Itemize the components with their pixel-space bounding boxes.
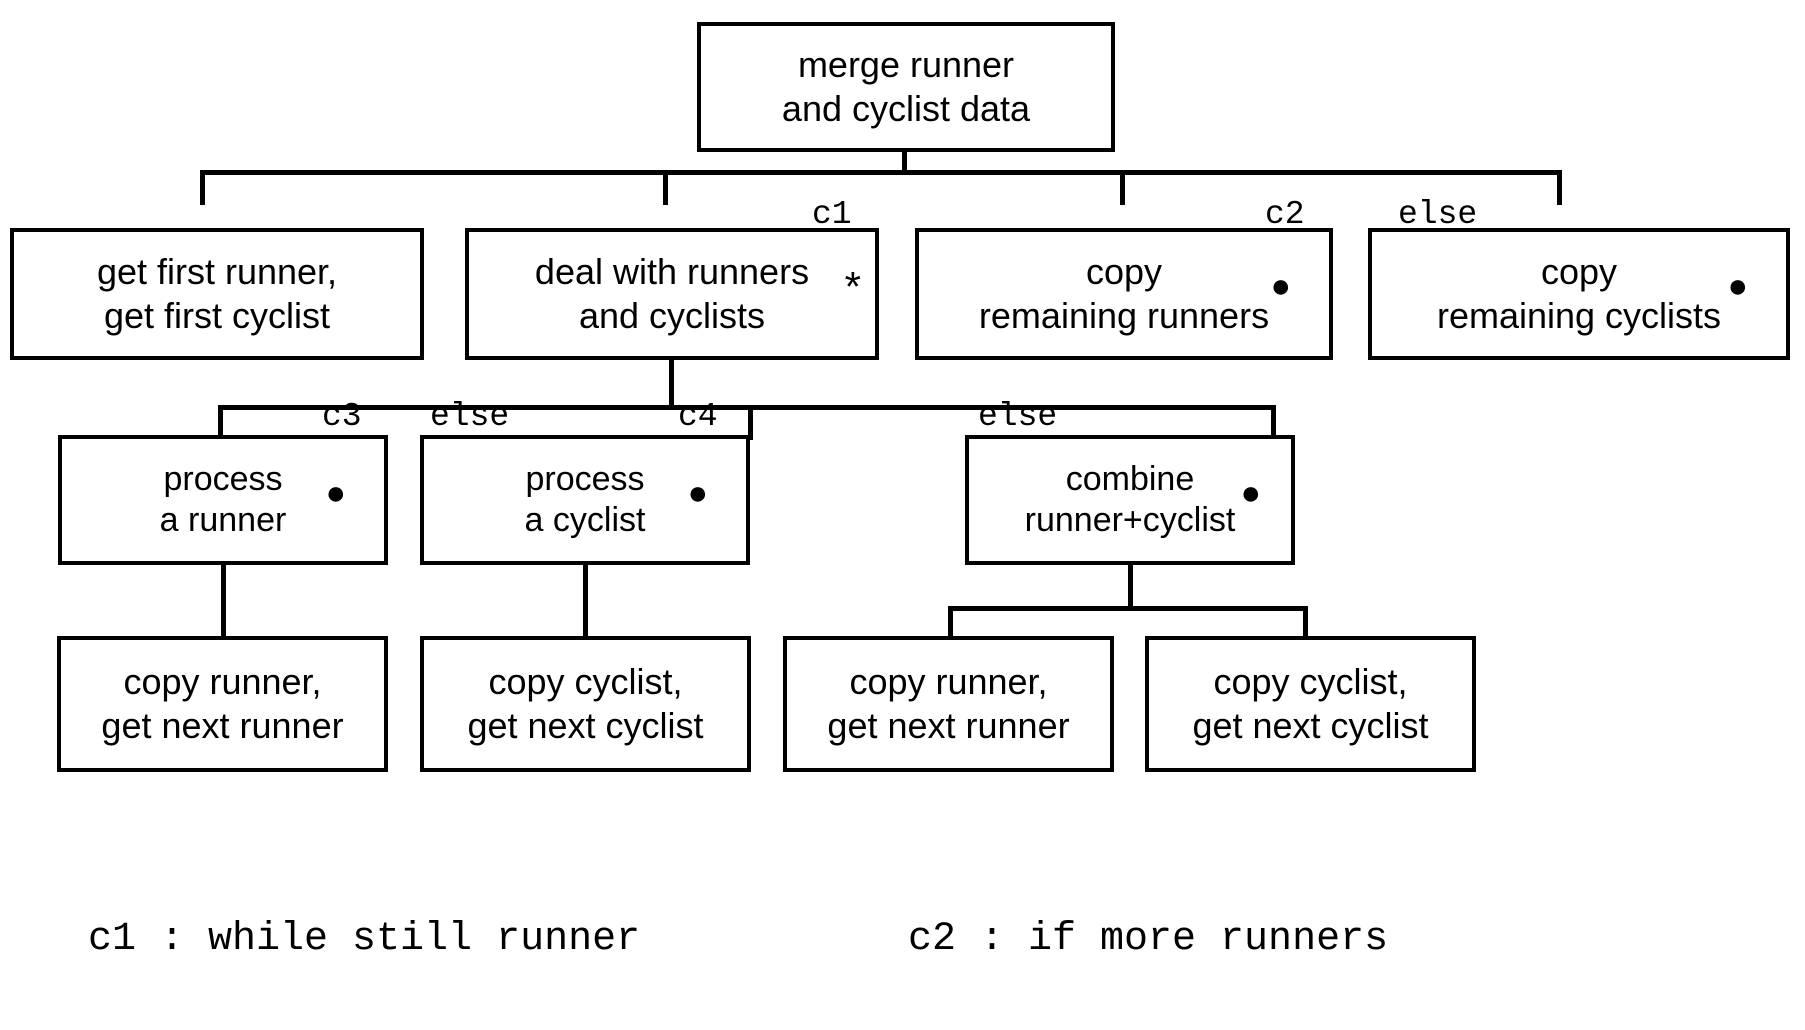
connector-row1-bar <box>200 170 1562 175</box>
connector-drop-copy-runners <box>1120 170 1125 205</box>
node-line-1: get first runner, <box>96 251 338 293</box>
node-deal-with-runners-and-cyclists[interactable]: deal with runners and cyclists * <box>465 228 879 360</box>
selection-marker-bullet: ● <box>687 474 708 512</box>
connector-drop-copy-cyclists <box>1557 170 1562 205</box>
node-process-a-runner[interactable]: process a runner ● <box>58 435 388 565</box>
condition-label-else-top: else <box>1398 196 1478 233</box>
connector-combine-stem <box>1128 565 1133 609</box>
node-line-1: copy <box>1085 251 1163 293</box>
node-line-2: get next runner <box>101 705 344 746</box>
legend-right-column: c2 : if more runners c3 : if runner befo… <box>908 818 1604 1030</box>
node-combine-runner-cyclist[interactable]: combine runner+cyclist ● <box>965 435 1295 565</box>
condition-label-else-right: else <box>978 398 1058 435</box>
node-line-1: copy runner, <box>849 661 1048 703</box>
connector-drop-process-runner <box>218 405 223 440</box>
connector-drop-get-first <box>200 170 205 205</box>
node-merge-runner-and-cyclist-data[interactable]: merge runner and cyclist data <box>697 22 1115 152</box>
node-line-2: get next cyclist <box>467 705 704 746</box>
node-copy-runner-get-next-runner-1[interactable]: copy runner, get next runner <box>57 636 388 772</box>
legend-left-column: c1 : while still runner and cyclist data <box>88 818 640 1030</box>
node-line-1: deal with runners <box>534 251 810 293</box>
node-copy-cyclist-get-next-cyclist-1[interactable]: copy cyclist, get next cyclist <box>420 636 751 772</box>
connector-root-stem <box>902 152 907 172</box>
node-line-1: process <box>525 459 645 498</box>
legend-line-c2: c2 : if more runners <box>908 916 1389 962</box>
node-get-first-runner-get-first-cyclist[interactable]: get first runner, get first cyclist <box>10 228 424 360</box>
connector-drop-copy-runner-2 <box>948 606 953 638</box>
node-line-2: get next runner <box>827 705 1070 746</box>
node-line-2: get next cyclist <box>1192 705 1429 746</box>
node-line-1: copy cyclist, <box>488 661 683 703</box>
node-copy-remaining-runners[interactable]: copy remaining runners ● <box>915 228 1333 360</box>
connector-row2-bar <box>218 405 1276 410</box>
condition-label-c4: c4 <box>678 398 718 435</box>
condition-label-c3: c3 <box>322 398 362 435</box>
connector-process-runner-to-copy <box>221 565 226 638</box>
condition-label-c2: c2 <box>1265 196 1305 233</box>
selection-marker-bullet: ● <box>1240 474 1261 512</box>
selection-marker-bullet: ● <box>1727 267 1748 305</box>
iteration-marker-asterisk: * <box>844 263 861 310</box>
node-line-1: copy cyclist, <box>1213 661 1408 703</box>
node-line-2: remaining runners <box>978 295 1270 336</box>
condition-label-c1: c1 <box>812 196 852 233</box>
node-line-2: and cyclists <box>578 295 766 336</box>
legend-line-c1: c1 : while still runner <box>88 916 641 962</box>
node-line-2: a cyclist <box>524 501 646 539</box>
connector-drop-process-cyclist <box>748 405 753 440</box>
node-line-1: merge runner <box>797 44 1015 86</box>
node-copy-remaining-cyclists[interactable]: copy remaining cyclists ● <box>1368 228 1790 360</box>
node-copy-cyclist-get-next-cyclist-2[interactable]: copy cyclist, get next cyclist <box>1145 636 1476 772</box>
node-line-2: and cyclist data <box>781 88 1031 129</box>
node-line-1: copy runner, <box>123 661 322 703</box>
node-line-2: a runner <box>159 501 287 539</box>
node-line-2: runner+cyclist <box>1024 501 1236 539</box>
connector-drop-copy-cyclist-2 <box>1303 606 1308 638</box>
connector-process-cyclist-to-copy <box>583 565 588 638</box>
node-line-2: remaining cyclists <box>1436 295 1722 336</box>
node-process-a-cyclist[interactable]: process a cyclist ● <box>420 435 750 565</box>
connector-drop-combine <box>1271 405 1276 440</box>
selection-marker-bullet: ● <box>1270 267 1291 305</box>
node-line-1: process <box>163 459 283 498</box>
node-line-2: get first cyclist <box>103 295 331 336</box>
node-line-1: combine <box>1065 459 1195 498</box>
connector-dealwith-stem <box>669 360 674 408</box>
node-line-1: copy <box>1540 251 1618 293</box>
condition-label-else-mid: else <box>430 398 510 435</box>
selection-marker-bullet: ● <box>325 474 346 512</box>
connector-drop-deal-with <box>663 170 668 205</box>
node-copy-runner-get-next-runner-2[interactable]: copy runner, get next runner <box>783 636 1114 772</box>
connector-row3-bar <box>948 606 1308 611</box>
